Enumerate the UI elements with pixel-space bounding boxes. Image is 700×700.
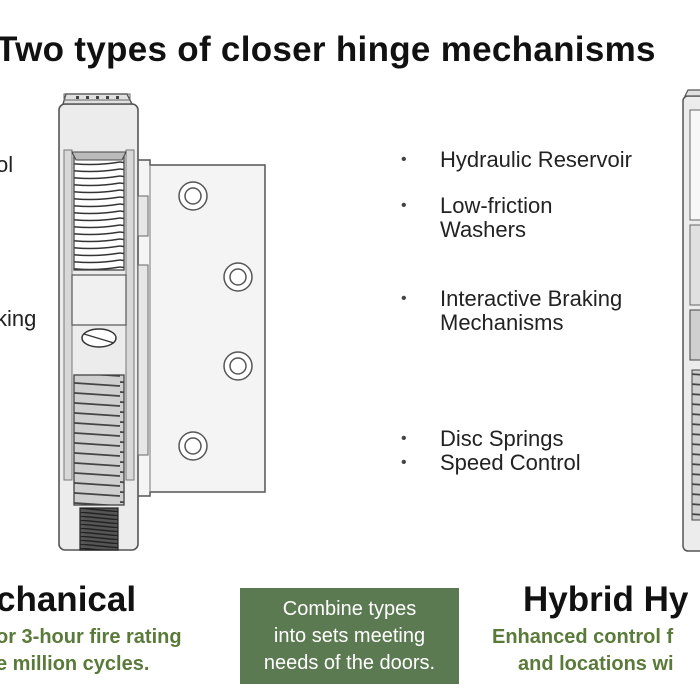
- hybrid-heading: Hybrid Hy: [523, 580, 689, 619]
- callout-line: needs of the doors.: [263, 651, 436, 674]
- mechanical-heading: chanical: [0, 580, 137, 619]
- bullet-text-block: Interactive Braking Mechanisms: [440, 287, 622, 335]
- bullet-text: Mechanisms: [440, 310, 564, 335]
- combine-callout: Combine types into sets meeting needs of…: [240, 588, 459, 684]
- bullet-text: Interactive Braking: [440, 286, 623, 311]
- callout-line: Combine types: [282, 597, 417, 620]
- mechanical-caption-line2: e million cycles.: [0, 653, 150, 675]
- right-hinge-cropped: [682, 89, 700, 552]
- bullet-icon: •: [401, 151, 407, 168]
- bullet-icon: •: [401, 290, 407, 307]
- mechanical-caption-line1: or 3-hour fire rating: [0, 626, 182, 648]
- bullet-icon: •: [401, 430, 407, 447]
- hybrid-caption-line2: and locations wi: [518, 653, 674, 675]
- bullet-text: Washers: [440, 217, 526, 242]
- bullet-icon: •: [401, 197, 407, 214]
- bullet-text: Hydraulic Reservoir: [440, 147, 632, 172]
- bullet-text-block: Low-friction Washers: [440, 194, 552, 242]
- bullet-text: Disc Springs: [440, 426, 564, 451]
- list-item: • Interactive Braking Mechanisms: [398, 287, 622, 335]
- list-item: • Low-friction Washers: [398, 194, 552, 242]
- list-item: • Speed Control: [398, 451, 581, 475]
- page-title: Two types of closer hinge mechanisms: [0, 30, 656, 69]
- list-item: • Disc Springs: [398, 427, 563, 451]
- bullet-text: Speed Control: [440, 450, 581, 475]
- list-item: • Hydraulic Reservoir: [398, 148, 632, 172]
- callout-line: into sets meeting: [273, 624, 426, 647]
- left-hinge: [58, 93, 266, 551]
- bullet-text: Low-friction: [440, 193, 553, 218]
- left-fragment-braking: king: [0, 306, 37, 331]
- hybrid-caption-line1: Enhanced control f: [492, 626, 674, 648]
- left-fragment-control: ol: [0, 152, 14, 177]
- bullet-icon: •: [401, 454, 407, 471]
